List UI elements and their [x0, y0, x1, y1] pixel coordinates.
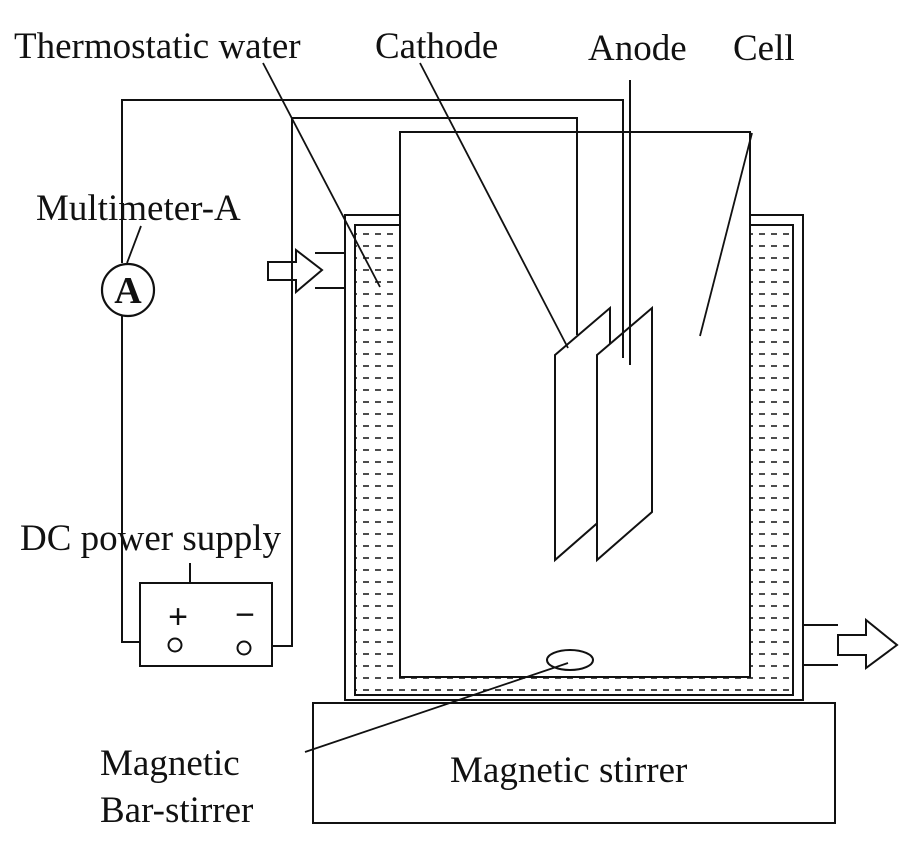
water-outlet-pipe [803, 624, 838, 666]
multimeter-circle [100, 262, 156, 318]
multimeter-symbol: A [114, 270, 142, 312]
anode-plate [596, 305, 653, 563]
water-inlet-arrow [267, 247, 324, 295]
bar-stirrer-label-line2: Bar-stirrer [100, 790, 254, 831]
water-inlet-pipe [315, 215, 346, 289]
magnetic-stirrer-base [312, 702, 836, 824]
magnetic-stirrer-label: Magnetic stirrer [450, 750, 688, 791]
negative-sign: − [235, 596, 255, 634]
leader-lines [126, 62, 753, 753]
negative-terminal [236, 640, 252, 656]
positive-sign: + [168, 598, 188, 636]
multimeter-label: Multimeter-A [36, 188, 241, 229]
cell-label: Cell [733, 28, 795, 69]
thermostatic-water-label: Thermostatic water [14, 26, 301, 67]
magnetic-bar-stirrer [546, 649, 594, 671]
water-outlet-arrow [837, 617, 899, 670]
dc-power-supply-label: DC power supply [20, 518, 282, 559]
anode-label: Anode [588, 28, 687, 69]
bar-stirrer-label-line1: Magnetic [100, 743, 240, 784]
positive-terminal [167, 637, 183, 653]
cathode-label: Cathode [375, 26, 499, 67]
